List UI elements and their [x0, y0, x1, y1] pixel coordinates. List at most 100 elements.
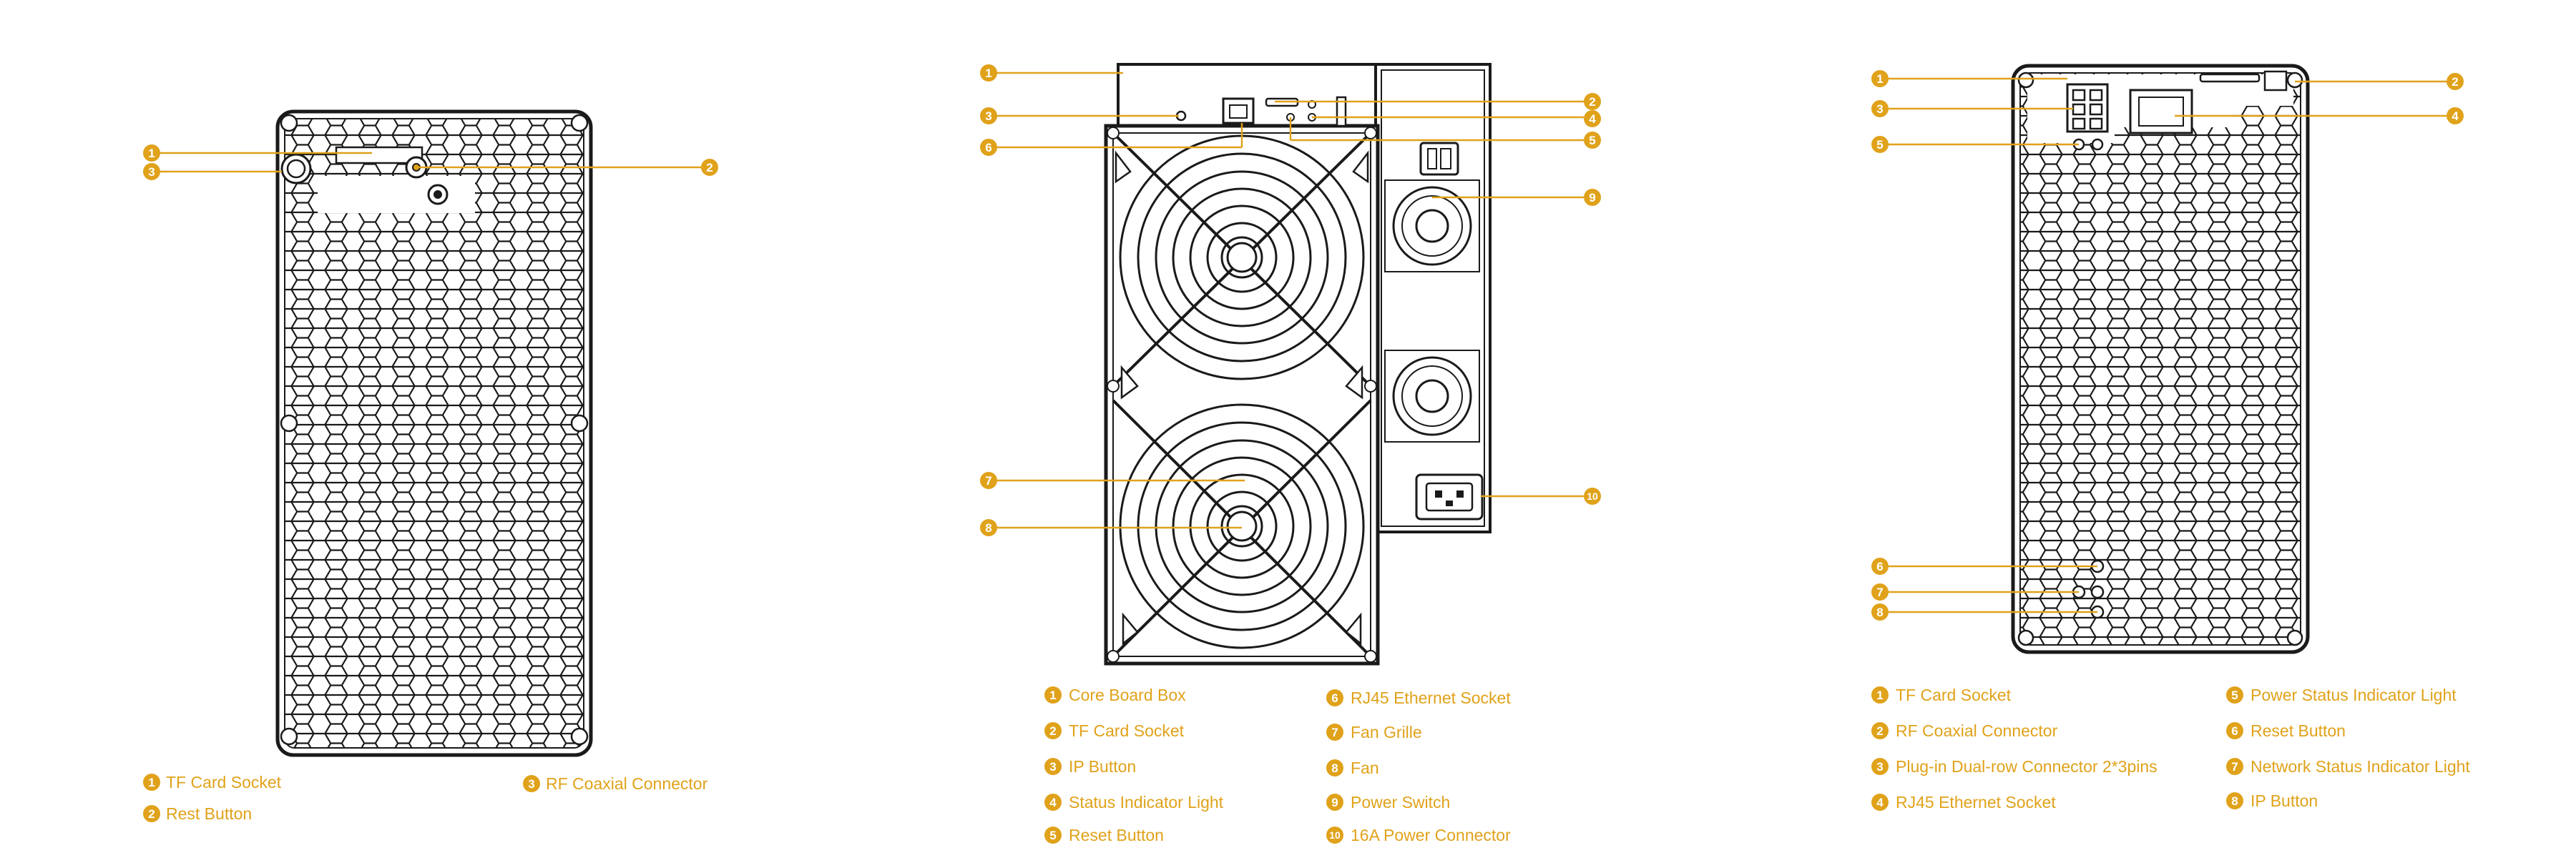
svg-text:3: 3: [1876, 102, 1883, 116]
svg-text:4: 4: [1049, 796, 1057, 809]
svg-text:TF Card Socket: TF Card Socket: [1896, 686, 2012, 704]
callout-badge: 8: [1871, 603, 1889, 621]
svg-text:3: 3: [1876, 760, 1883, 774]
svg-text:8: 8: [1876, 606, 1883, 619]
legend-item: 4 Status Indicator Light: [1044, 793, 1224, 812]
svg-text:5: 5: [1589, 134, 1595, 147]
legend-item: 3 IP Button: [1044, 757, 1136, 776]
svg-text:10: 10: [1329, 829, 1341, 841]
svg-text:RF Coaxial Connector: RF Coaxial Connector: [1896, 721, 2058, 740]
callout-badge: 2: [1584, 93, 1601, 110]
power-connector-icon: [1415, 473, 1484, 521]
screw-icon: [280, 114, 589, 746]
left-leaders: [159, 152, 701, 173]
svg-text:TF Card Socket: TF Card Socket: [166, 773, 282, 792]
svg-text:2: 2: [1589, 95, 1595, 109]
svg-text:2: 2: [2452, 75, 2458, 89]
legend-item: 5 Reset Button: [1044, 826, 1164, 844]
callout-badge: 3: [980, 107, 997, 124]
svg-text:7: 7: [1876, 586, 1883, 599]
svg-text:Reset Button: Reset Button: [1069, 826, 1164, 844]
callout-badge: 3: [1871, 100, 1889, 117]
small-button-icon: [427, 184, 449, 205]
svg-text:6: 6: [1331, 691, 1338, 705]
svg-text:1: 1: [1049, 689, 1056, 702]
rf-coaxial-connector-icon: [2263, 70, 2288, 92]
svg-text:1: 1: [1876, 689, 1883, 702]
network-status-indicator-light-icon: [2072, 585, 2105, 599]
legend-item: 1 TF Card Socket: [1871, 686, 2012, 704]
rf-coaxial-connector-icon: [280, 153, 312, 184]
legend-item: 2 RF Coaxial Connector: [1871, 721, 2058, 740]
middle-leaders: [996, 72, 1584, 529]
svg-text:Core Board Box: Core Board Box: [1069, 686, 1186, 704]
tf-card-socket-icon: [2199, 73, 2261, 83]
legend-item: 6 RJ45 Ethernet Socket: [1326, 689, 1511, 707]
callout-badge: 1: [980, 64, 997, 82]
fan-grille-icon: [1112, 132, 1372, 388]
svg-text:5: 5: [1049, 829, 1056, 842]
plug-in-connector-icon: [2066, 83, 2109, 133]
svg-text:6: 6: [2231, 724, 2238, 738]
svg-text:3: 3: [985, 109, 991, 123]
svg-text:7: 7: [1331, 726, 1338, 739]
svg-text:2: 2: [148, 807, 155, 821]
svg-text:16A Power Connector: 16A Power Connector: [1351, 826, 1511, 844]
svg-text:7: 7: [2231, 760, 2238, 774]
callout-badge: 6: [1871, 558, 1889, 575]
svg-text:3: 3: [1049, 760, 1056, 774]
legend-item: 2 Rest Button: [143, 804, 252, 823]
svg-text:2: 2: [1876, 724, 1883, 738]
middle-device-side: [1104, 63, 1492, 666]
svg-text:3: 3: [528, 777, 534, 791]
psu-fan-icon: [1384, 350, 1480, 443]
svg-text:Plug-in Dual-row Connector 2*3: Plug-in Dual-row Connector 2*3pins: [1896, 757, 2158, 776]
svg-text:RJ45 Ethernet Socket: RJ45 Ethernet Socket: [1896, 793, 2056, 812]
right-callouts: 1 3 5 2 4 6 7 8: [1871, 70, 2464, 621]
legend-item: 3 RF Coaxial Connector: [523, 774, 708, 793]
callout-badge: 10: [1584, 488, 1601, 505]
svg-text:RJ45 Ethernet Socket: RJ45 Ethernet Socket: [1351, 689, 1511, 707]
callout-badge: 2: [701, 159, 718, 176]
legend-item: 1 TF Card Socket: [143, 773, 282, 792]
svg-text:4: 4: [2452, 109, 2459, 123]
callout-badge: 5: [1584, 132, 1601, 149]
callout-badge: 4: [2447, 107, 2464, 124]
svg-text:9: 9: [1589, 191, 1595, 204]
svg-text:10: 10: [1587, 490, 1598, 502]
callout-badge: 3: [143, 163, 160, 180]
svg-text:1: 1: [985, 66, 991, 80]
callout-badge: 9: [1584, 189, 1601, 206]
svg-text:Power Switch: Power Switch: [1351, 793, 1450, 812]
svg-text:8: 8: [1331, 761, 1338, 775]
callout-badge: 7: [980, 472, 997, 489]
svg-text:Status Indicator Light: Status Indicator Light: [1069, 793, 1224, 812]
svg-text:IP Button: IP Button: [1069, 757, 1136, 776]
svg-text:7: 7: [985, 474, 991, 488]
svg-text:Rest Button: Rest Button: [166, 804, 252, 823]
svg-text:2: 2: [706, 161, 712, 174]
svg-text:IP Button: IP Button: [2251, 792, 2318, 810]
svg-text:8: 8: [2231, 794, 2238, 808]
svg-text:4: 4: [1876, 796, 1884, 809]
legend-item: 4 RJ45 Ethernet Socket: [1871, 793, 2056, 812]
legend-item: 8 IP Button: [2226, 792, 2318, 810]
svg-text:5: 5: [1876, 138, 1883, 152]
svg-text:Network Status Indicator Light: Network Status Indicator Light: [2251, 757, 2470, 776]
svg-text:1: 1: [1876, 72, 1883, 86]
callout-badge: 1: [143, 144, 160, 162]
callout-badge: 1: [1871, 70, 1889, 87]
svg-text:6: 6: [1876, 560, 1883, 573]
left-device-front: [275, 109, 593, 757]
legend-item: 10 16A Power Connector: [1326, 826, 1511, 844]
svg-text:9: 9: [1331, 796, 1338, 809]
svg-text:8: 8: [985, 521, 991, 535]
